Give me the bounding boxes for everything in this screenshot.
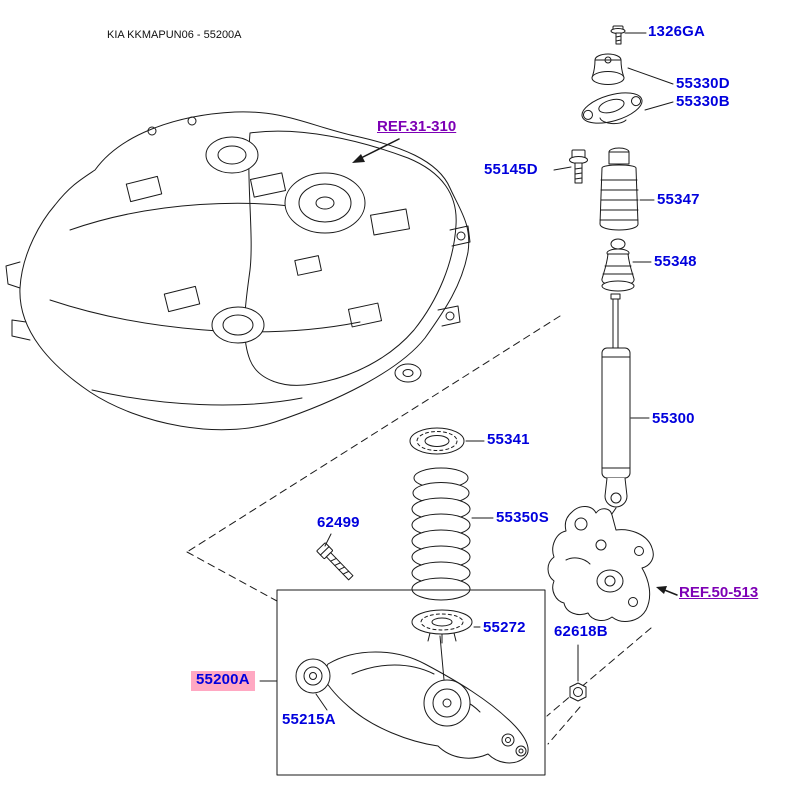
leader-lines xyxy=(259,32,674,711)
part-label-55330d[interactable]: 55330D xyxy=(676,75,730,92)
dust-cover-drawing xyxy=(599,147,639,231)
strut-mount-drawing xyxy=(581,53,643,125)
bolt-62499-drawing xyxy=(316,542,354,581)
ref-link-rear-knuckle[interactable]: REF.50-513 xyxy=(679,584,759,601)
part-label-55341[interactable]: 55341 xyxy=(487,431,530,448)
bolt-1326ga-drawing xyxy=(610,25,626,45)
fuel-tank-drawing xyxy=(5,111,471,431)
lower-arm-drawing xyxy=(295,635,529,764)
spring-upper-pad-drawing xyxy=(409,427,465,455)
part-label-55348[interactable]: 55348 xyxy=(654,253,697,270)
ref-arrows xyxy=(352,138,678,596)
part-label-55347[interactable]: 55347 xyxy=(657,191,700,208)
part-label-55330b[interactable]: 55330B xyxy=(676,93,730,110)
part-label-62618b[interactable]: 62618B xyxy=(554,623,608,640)
ref-link-fuel-tank[interactable]: REF.31-310 xyxy=(377,118,457,135)
shock-absorber-drawing xyxy=(601,293,631,508)
part-label-55350s[interactable]: 55350S xyxy=(496,509,549,526)
part-label-55272[interactable]: 55272 xyxy=(483,619,526,636)
part-label-55145d[interactable]: 55145D xyxy=(484,161,538,178)
coil-spring-drawing xyxy=(411,467,471,601)
part-label-55215a[interactable]: 55215A xyxy=(282,711,336,728)
part-label-55200a-highlighted[interactable]: 55200A xyxy=(191,671,255,691)
catalog-code: KIA KKMAPUN06 - 55200A xyxy=(107,29,242,41)
knuckle-drawing xyxy=(547,506,654,622)
part-label-55300[interactable]: 55300 xyxy=(652,410,695,427)
bolt-55145d-drawing xyxy=(569,149,588,184)
spring-lower-pad-drawing xyxy=(411,609,473,644)
bumper-stop-drawing xyxy=(601,238,635,292)
parts-box xyxy=(276,589,546,776)
part-label-1326ga[interactable]: 1326GA xyxy=(648,23,706,40)
nut-62618b-drawing xyxy=(569,682,587,702)
part-label-62499[interactable]: 62499 xyxy=(317,514,360,531)
